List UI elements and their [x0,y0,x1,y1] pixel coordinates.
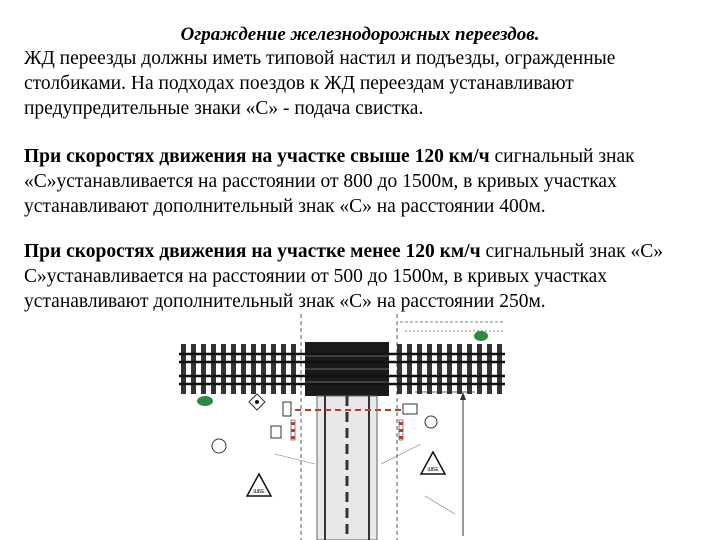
text-line: С»устанавливается на расстоянии от 500 д… [24,266,608,287]
text-line: ЖД переезды должны иметь типовой настил … [24,48,616,69]
text-run: сигнальный знак «С» [480,241,663,262]
crossing-diagram: ШБЕ ШБЕ [179,314,505,540]
striped-post [290,419,296,441]
bold-lead: При скоростях движения на участке менее … [24,241,481,262]
sleepers [181,344,502,394]
marker-circle [424,415,438,429]
signal-lamp-green [474,331,488,341]
text-line: устанавливают дополнительный знак «С» на… [24,291,546,312]
dimension-arrow [460,392,466,400]
annotation-line [274,453,316,465]
warning-triangle-left [245,472,273,497]
barrier-box [402,403,418,415]
text-run: сигнальный знак [489,146,635,167]
text-line: столбиками. На подходах поездов к ЖД пер… [24,73,574,94]
barrier-post [282,401,292,417]
marker-box [270,425,282,439]
bold-lead: При скоростях движения на участке свыше … [24,146,490,167]
striped-post [398,419,404,441]
paragraph-speed-over-120: При скоростях движения на участке свыше … [24,144,704,219]
paragraph-speed-under-120: При скоростях движения на участке менее … [24,239,704,314]
sign-label: ШБЕ [427,467,439,473]
signal-lamp-green [197,396,213,406]
text-line: «С»устанавливается на расстоянии от 800 … [24,171,617,192]
annotation-line [380,443,422,465]
annotation-line [424,495,456,515]
text-line: предупредительные знаки «С» - подача сви… [24,98,424,119]
text-line: устанавливают дополнительный знак «С» на… [24,196,546,217]
warning-diamond-dot [255,400,259,404]
paragraph-general: ЖД переезды должны иметь типовой настил … [24,46,704,121]
text-line: При скоростях движения на участке свыше … [24,144,704,169]
warning-triangle-right [419,450,447,475]
text-line: При скоростях движения на участке менее … [24,239,704,264]
sign-label: ШБЕ [253,489,265,495]
marker-circle [211,438,227,454]
slide-title: Ограждение железнодорожных переездов. [180,24,540,45]
